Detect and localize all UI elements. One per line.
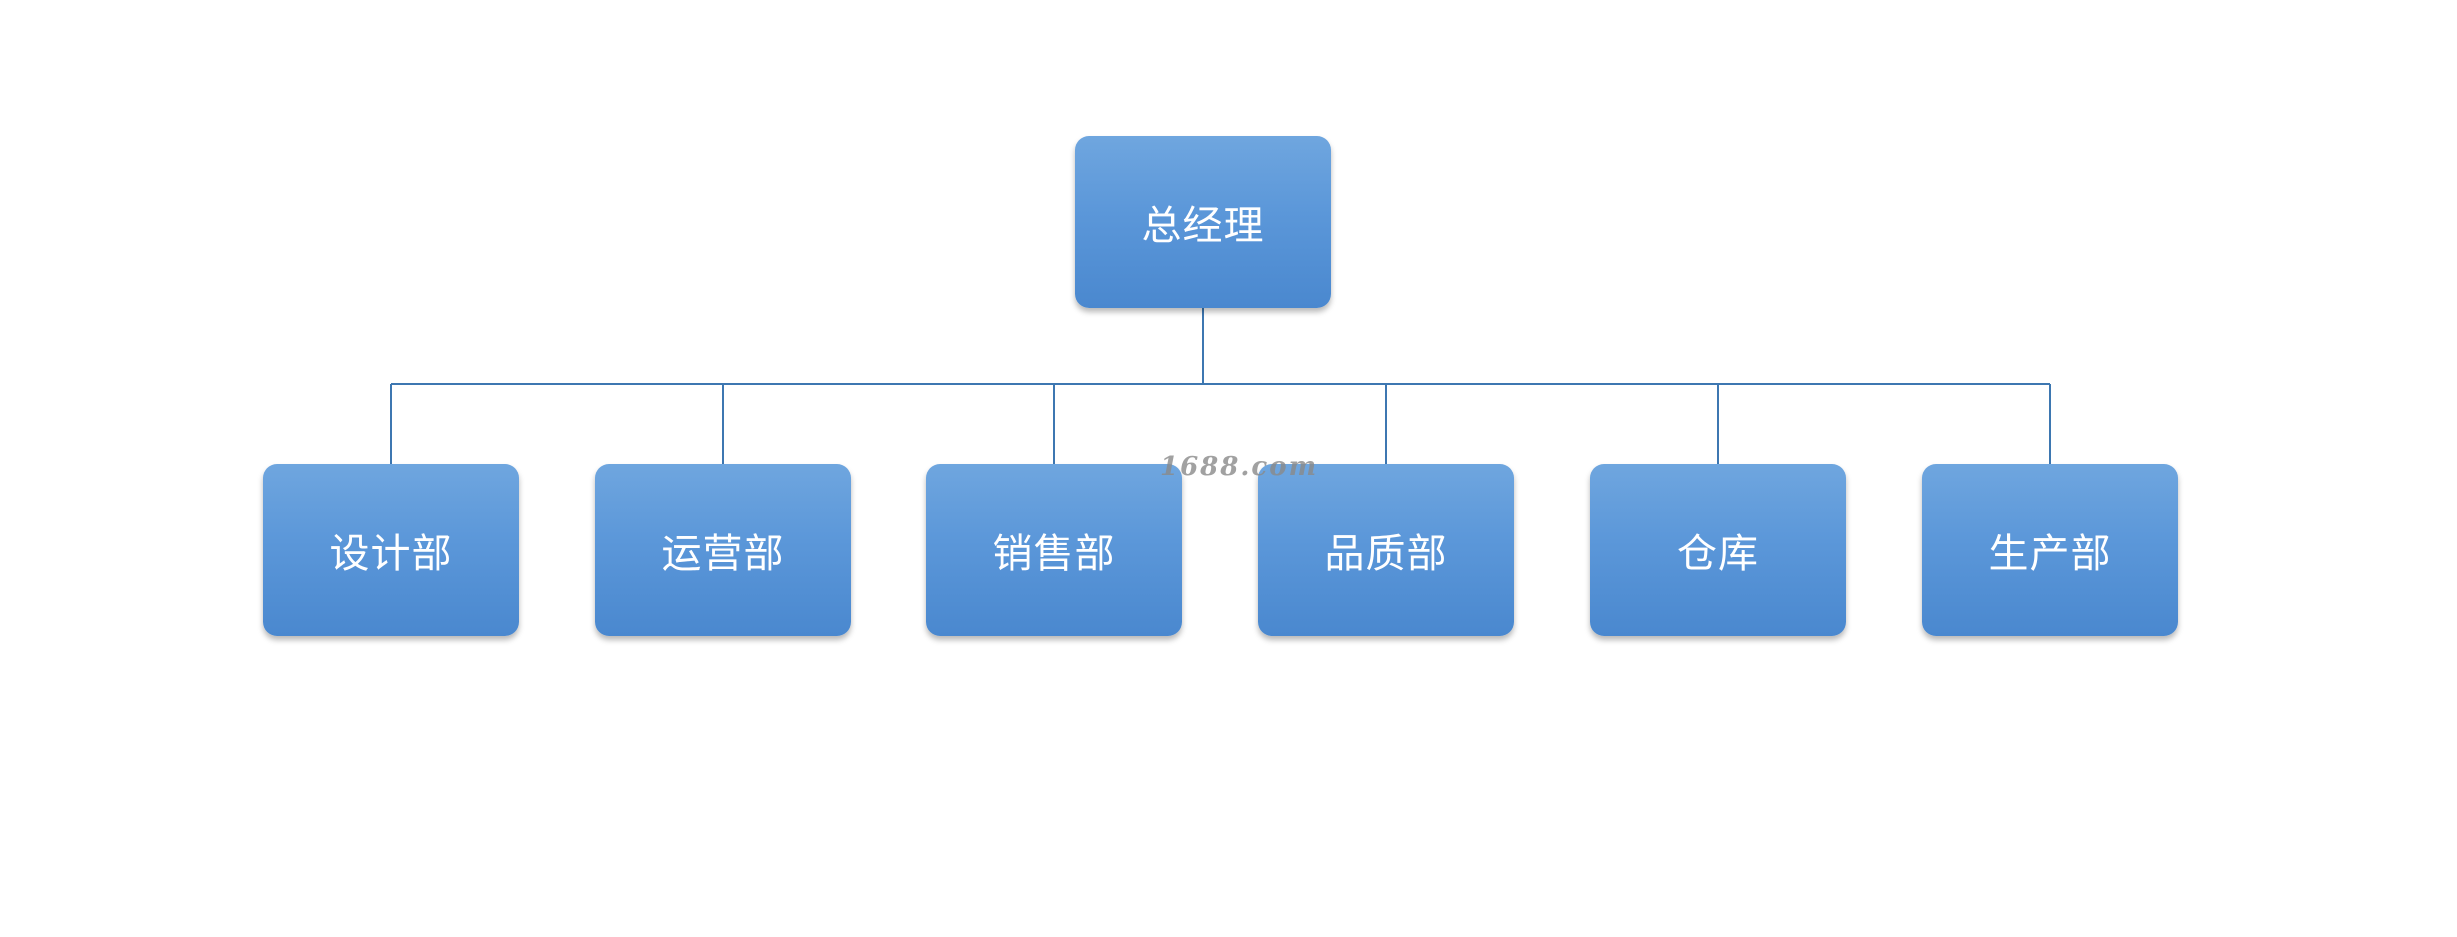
root-node-label: 总经理 (1141, 203, 1265, 249)
child-node-label: 仓库 (1677, 531, 1759, 577)
watermark: 1688.com (1160, 452, 1319, 482)
child-node-5: 仓库 (1590, 464, 1846, 636)
child-node-label: 运营部 (661, 531, 785, 577)
child-node-4: 品质部 (1258, 464, 1514, 636)
child-node-2: 运营部 (595, 464, 851, 636)
child-node-3: 销售部 (926, 464, 1182, 636)
child-node-label: 设计部 (329, 531, 453, 577)
child-node-label: 销售部 (992, 531, 1116, 577)
child-node-6: 生产部 (1922, 464, 2178, 636)
child-node-label: 品质部 (1324, 531, 1448, 577)
root-node: 总经理 (1075, 136, 1331, 308)
child-node-1: 设计部 (263, 464, 519, 636)
child-node-label: 生产部 (1988, 531, 2112, 577)
